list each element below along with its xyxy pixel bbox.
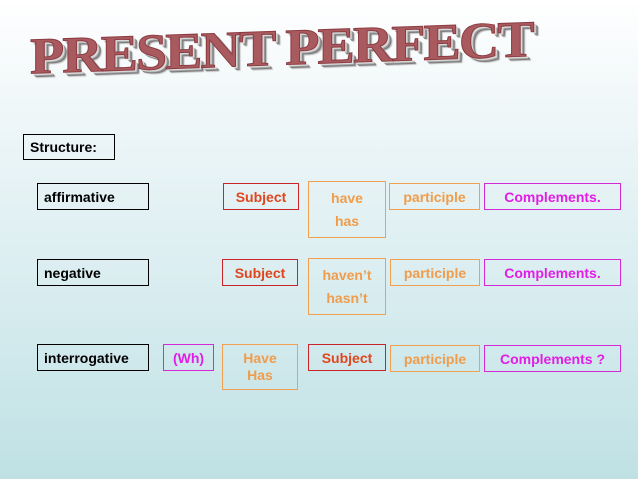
aux-hasnt: hasn’t — [326, 290, 368, 307]
structure-label: Structure: — [23, 134, 115, 160]
aux-has: has — [334, 213, 360, 230]
interrogative-participle: participle — [390, 345, 480, 372]
negative-participle: participle — [390, 259, 480, 286]
interrogative-wh: (Wh) — [163, 344, 214, 371]
negative-aux: haven’t hasn’t — [308, 258, 386, 315]
negative-complements: Complements. — [484, 259, 621, 286]
interrogative-subject: Subject — [308, 344, 386, 371]
aux-have: have — [331, 189, 363, 206]
negative-subject: Subject — [222, 259, 298, 286]
negative-label: negative — [37, 259, 149, 286]
affirmative-participle: participle — [389, 183, 480, 210]
aux-has-cap: Has — [247, 367, 273, 383]
affirmative-label: affirmative — [37, 183, 149, 210]
interrogative-aux: Have Has — [222, 344, 298, 390]
affirmative-aux: have has — [308, 181, 386, 238]
page-title: PRESENT PERFECT — [30, 10, 534, 86]
aux-havent: haven’t — [322, 266, 372, 283]
affirmative-subject: Subject — [223, 183, 299, 210]
aux-have-cap: Have — [243, 350, 277, 366]
interrogative-complements: Complements ? — [484, 345, 621, 372]
interrogative-label: interrogative — [37, 344, 149, 371]
affirmative-complements: Complements. — [484, 183, 621, 210]
